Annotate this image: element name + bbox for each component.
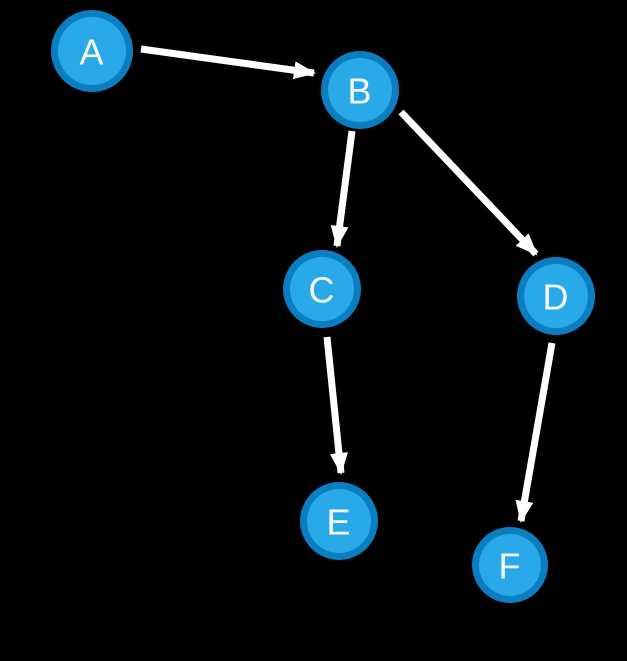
node-B[interactable]: B <box>321 51 399 129</box>
node-label-A: A <box>79 32 104 73</box>
node-fill-F <box>479 534 541 596</box>
node-C[interactable]: C <box>283 250 361 328</box>
node-label-F: F <box>499 546 522 587</box>
edge-A-B <box>140 45 316 80</box>
node-fill-A <box>58 17 126 85</box>
edge-B-D <box>398 109 539 257</box>
node-label-D: D <box>543 277 570 318</box>
edges-layer <box>140 45 556 523</box>
node-fill-B <box>328 58 392 122</box>
node-label-E: E <box>326 502 351 543</box>
node-label-B: B <box>347 71 372 112</box>
node-fill-E <box>307 489 371 553</box>
edge-B-C <box>330 130 356 248</box>
nodes-layer: A B C D E F <box>51 10 595 603</box>
node-A[interactable]: A <box>51 10 133 92</box>
node-fill-D <box>524 264 588 328</box>
node-label-C: C <box>309 270 336 311</box>
node-F[interactable]: F <box>472 527 548 603</box>
edge-C-E <box>323 336 348 475</box>
node-E[interactable]: E <box>300 482 378 560</box>
node-fill-C <box>290 257 354 321</box>
edge-D-F <box>515 342 556 523</box>
node-D[interactable]: D <box>517 257 595 335</box>
